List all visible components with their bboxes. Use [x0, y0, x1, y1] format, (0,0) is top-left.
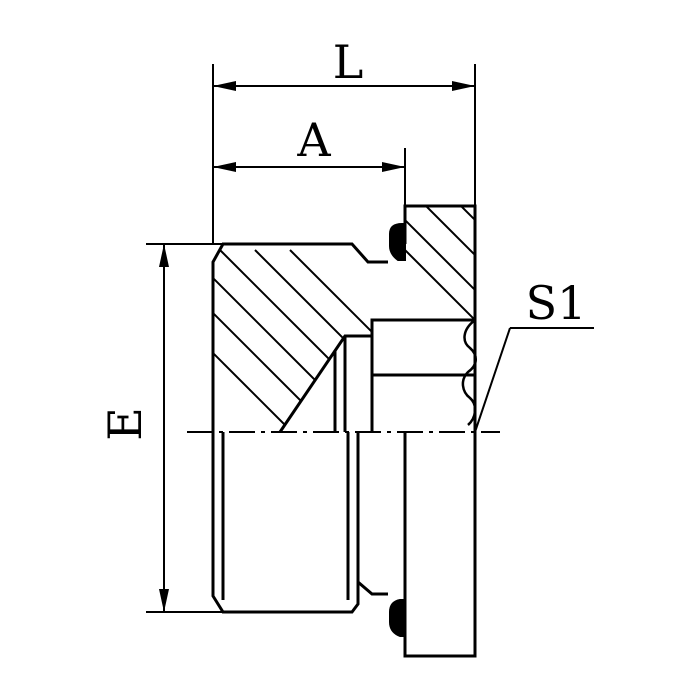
dimension-length [212, 64, 476, 244]
length-arrow-right [452, 81, 475, 91]
section-hatching [213, 206, 475, 432]
dimension-flange-offset [213, 148, 406, 206]
offset-arrow-right [382, 162, 405, 172]
diameter-arrow-bottom [159, 589, 169, 612]
thread-diameter-label: E [98, 407, 152, 441]
leader-hex-size [474, 327, 594, 433]
body-lower-outline [211, 432, 477, 658]
body-upper-outline [211, 204, 477, 433]
o-ring-lower [389, 599, 406, 637]
break-line [461, 319, 477, 426]
flange-offset-label: A [296, 113, 331, 167]
hex-size-label: S1 [526, 276, 587, 330]
length-arrow-left [213, 81, 236, 91]
o-ring-upper [389, 223, 406, 261]
offset-arrow-left [213, 162, 236, 172]
length-label: L [333, 35, 364, 89]
dimension-thread-diameter [146, 243, 223, 613]
diameter-arrow-top [159, 244, 169, 267]
